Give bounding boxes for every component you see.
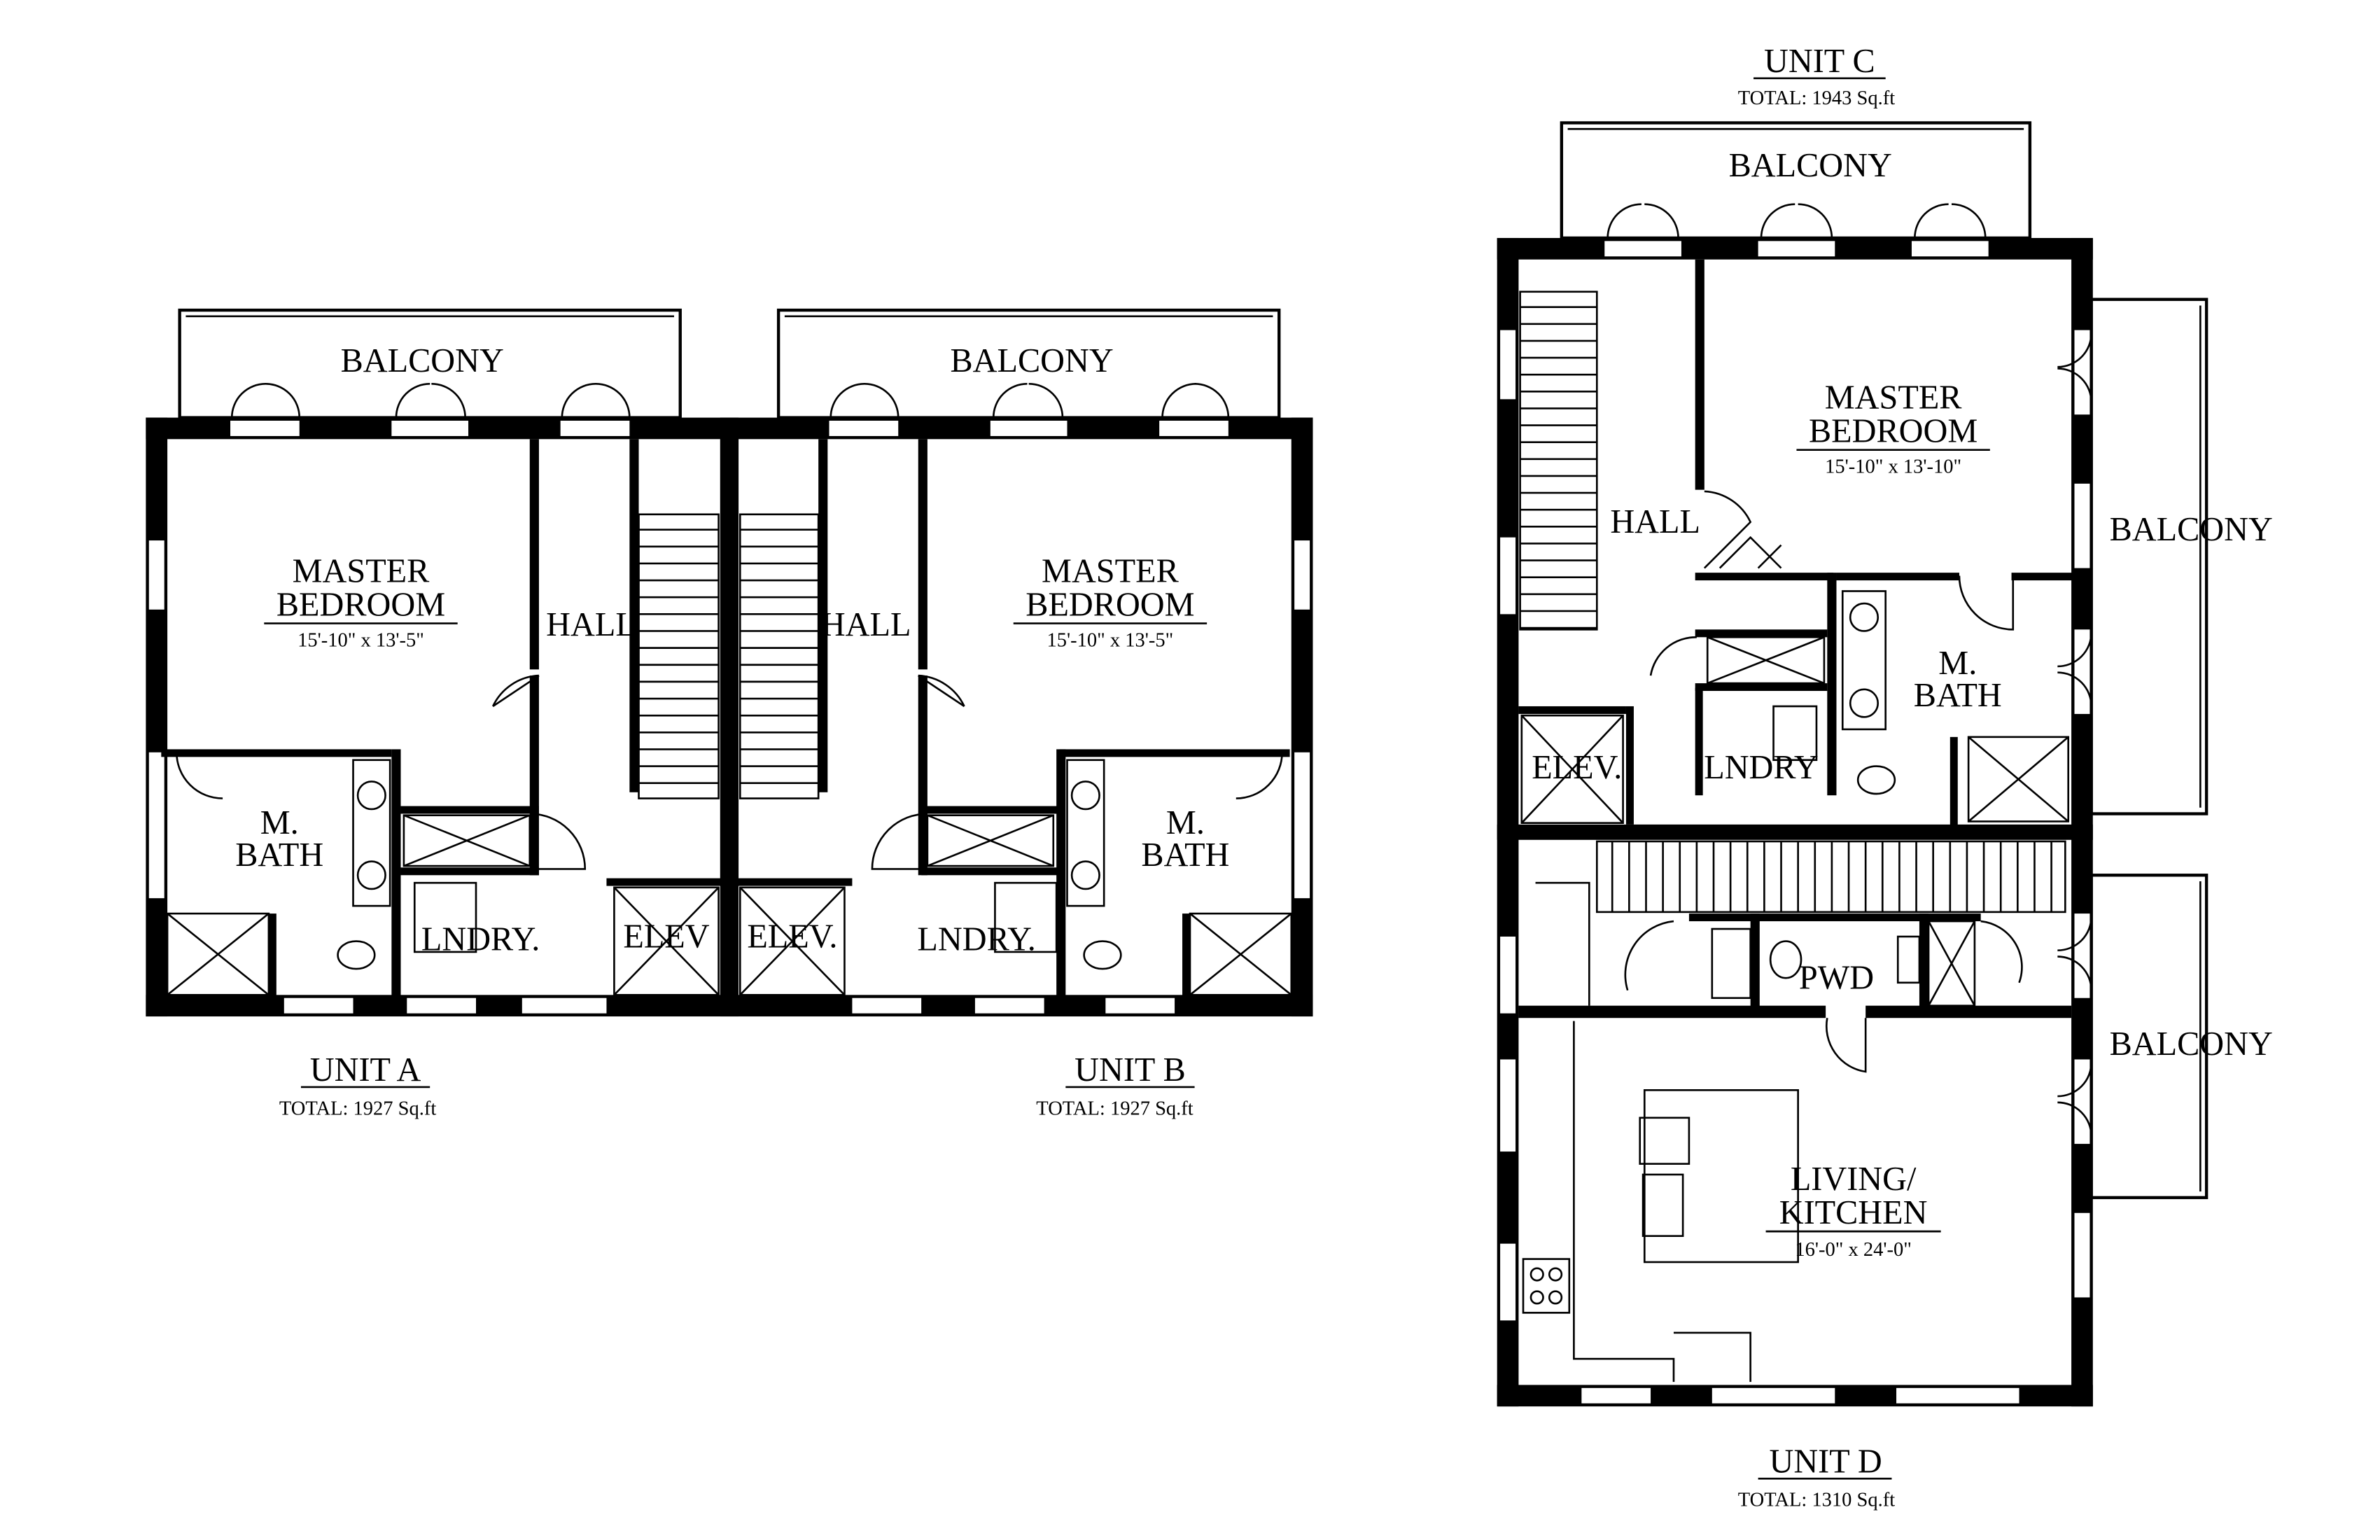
balcony-label: BALCONY [2110, 511, 2273, 548]
living-kitchen-label: KITCHEN [1779, 1194, 1928, 1231]
master-bedroom-dimensions: 15'-10" x 13'-5" [298, 629, 424, 651]
labels-unit-d: PWD BALCONY LIVING/ KITCHEN 16'-0" x 24'… [1738, 960, 2273, 1511]
labels-unit-c: UNIT C TOTAL: 1943 Sq.ft BALCONY MASTER … [1532, 43, 2273, 786]
master-bath-label: M. [1166, 804, 1205, 841]
master-bedroom-label: BEDROOM [1809, 413, 1977, 450]
master-bedroom-label: BEDROOM [276, 587, 445, 624]
master-bedroom-label: MASTER [293, 552, 430, 589]
master-bath-label: M. [1938, 645, 1977, 682]
kitchen-island [1643, 1089, 1799, 1264]
labels-unit-a: BALCONY MASTER BEDROOM 15'-10" x 13'-5" … [235, 342, 710, 1120]
balcony-label: BALCONY [341, 342, 504, 379]
unit-a-total: TOTAL: 1927 Sq.ft [279, 1098, 436, 1119]
unit-b-title: UNIT B [1074, 1051, 1186, 1088]
balcony-label: BALCONY [950, 342, 1113, 379]
hall-label: HALL [546, 606, 636, 643]
master-bedroom-label: MASTER [1825, 379, 1963, 416]
elevator-label: ELEV [623, 918, 709, 955]
stairs-ab [638, 513, 820, 799]
master-bath-label: BATH [1914, 677, 2002, 714]
master-bath-label: BATH [1141, 836, 1229, 874]
powder-room-label: PWD [1799, 960, 1874, 997]
living-kitchen-label: LIVING/ [1791, 1161, 1917, 1198]
living-kitchen-dimensions: 16'-0" x 24'-0" [1795, 1239, 1912, 1261]
unit-d-title: UNIT D [1769, 1443, 1882, 1480]
unit-c-title: UNIT C [1764, 43, 1875, 80]
unit-d-total: TOTAL: 1310 Sq.ft [1738, 1490, 1895, 1511]
elevator-label: ELEV. [747, 918, 837, 955]
stairs-c [1519, 290, 1598, 631]
laundry-label: LNDRY. [421, 921, 540, 958]
master-bedroom-label: BEDROOM [1026, 587, 1194, 624]
unit-a-title: UNIT A [310, 1051, 421, 1088]
building-ab [146, 308, 1313, 1017]
building-cd [1497, 121, 2208, 1407]
master-bath-label: M. [260, 804, 299, 841]
master-bedroom-dimensions: 15'-10" x 13'-5" [1047, 629, 1174, 651]
laundry-label: LNDRY. [917, 921, 1035, 958]
master-bedroom-dimensions: 15'-10" x 13'-10" [1825, 456, 1961, 478]
balcony-label: BALCONY [2110, 1026, 2273, 1063]
hall-label: HALL [1610, 503, 1700, 540]
balcony-label: BALCONY [1729, 147, 1892, 184]
unit-c-total: TOTAL: 1943 Sq.ft [1738, 88, 1895, 109]
laundry-label: LNDRY [1704, 749, 1819, 786]
master-bath-label: BATH [235, 836, 323, 874]
elevator-label: ELEV. [1532, 749, 1622, 786]
master-bedroom-label: MASTER [1042, 552, 1180, 589]
balcony-c-side-railing [2090, 298, 2208, 816]
unit-b-total: TOTAL: 1927 Sq.ft [1036, 1098, 1193, 1119]
hall-label: HALL [821, 606, 911, 643]
labels-unit-b: BALCONY MASTER BEDROOM 15'-10" x 13'-5" … [747, 342, 1229, 1120]
